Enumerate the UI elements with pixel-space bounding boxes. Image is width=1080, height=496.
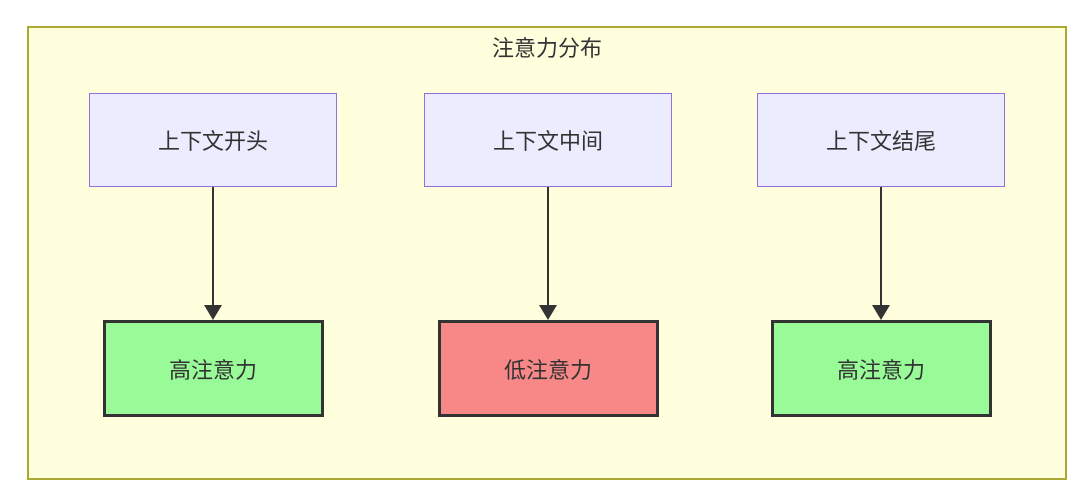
node-context-middle: 上下文中间 (424, 93, 672, 187)
attention-distribution-group: 注意力分布 上下文开头 高注意力 上下文中间 低注意力 上下文结尾 (27, 26, 1067, 480)
flow-column-context-beginning: 上下文开头 高注意力 (89, 93, 337, 417)
diagram-title: 注意力分布 (491, 36, 602, 61)
down-arrow (872, 187, 890, 320)
node-context-beginning: 上下文开头 (89, 93, 337, 187)
node-context-end: 上下文结尾 (757, 93, 1005, 187)
down-arrow (539, 187, 557, 320)
arrow-line (212, 187, 214, 305)
flow-column-context-middle: 上下文中间 低注意力 (424, 93, 672, 417)
node-low-attention: 低注意力 (437, 320, 659, 417)
arrow-head-icon (204, 305, 222, 320)
arrow-line (547, 187, 549, 305)
node-high-attention-1: 高注意力 (102, 320, 324, 417)
flow-column-context-end: 上下文结尾 高注意力 (757, 93, 1005, 417)
down-arrow (204, 187, 222, 320)
arrow-line (880, 187, 882, 305)
node-high-attention-2: 高注意力 (770, 320, 992, 417)
arrow-head-icon (872, 305, 890, 320)
arrow-head-icon (539, 305, 557, 320)
